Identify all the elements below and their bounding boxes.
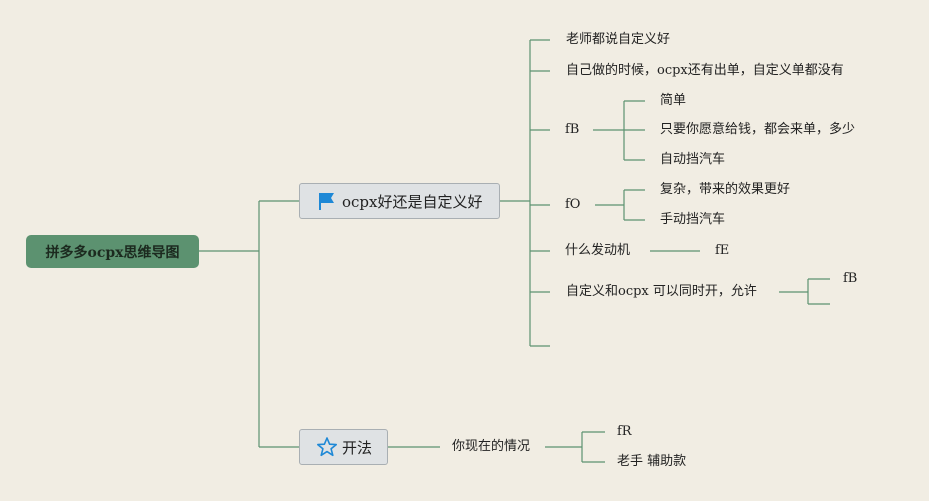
root-node[interactable]: 拼多多ocpx思维导图 — [26, 235, 199, 268]
root-connector — [199, 200, 299, 448]
fb-connector — [593, 100, 645, 161]
node-simple[interactable]: 简单 — [660, 93, 687, 108]
topic-methods[interactable]: 开法 — [299, 429, 388, 465]
node-pay-for-orders[interactable]: 只要你愿意给钱，都会来单，多少 — [660, 122, 856, 137]
node-fb-2[interactable]: fB — [843, 271, 858, 286]
topic-ocpx-vs-custom[interactable]: ocpx好还是自定义好 — [299, 183, 500, 219]
node-manual-car[interactable]: 手动挡汽车 — [660, 212, 726, 227]
fo-connector — [595, 189, 645, 221]
node-teacher-says[interactable]: 老师都说自定义好 — [566, 32, 671, 47]
node-current-situation[interactable]: 你现在的情况 — [452, 439, 531, 454]
both-connector — [779, 278, 830, 305]
node-engine[interactable]: 什么发动机 — [565, 243, 631, 258]
root-label: 拼多多ocpx思维导图 — [45, 244, 180, 261]
topic-label: ocpx好还是自定义好 — [342, 192, 483, 211]
star-icon — [317, 437, 337, 457]
flag-icon — [319, 193, 334, 210]
node-fo[interactable]: fO — [565, 197, 581, 212]
node-veteran-support[interactable]: 老手 辅助款 — [617, 454, 687, 469]
node-fe[interactable]: fE — [715, 243, 730, 258]
node-complex[interactable]: 复杂，带来的效果更好 — [660, 182, 791, 197]
node-fr[interactable]: fR — [617, 424, 632, 439]
branch2-connector — [388, 431, 605, 463]
node-own-experience[interactable]: 自己做的时候，ocpx还有出单，自定义单都没有 — [566, 63, 844, 78]
branch1-connector — [500, 39, 550, 347]
node-fb[interactable]: fB — [565, 122, 580, 137]
topic-label: 开法 — [342, 438, 373, 457]
node-both-allowed[interactable]: 自定义和ocpx 可以同时开，允许 — [566, 284, 757, 299]
node-automatic-car[interactable]: 自动挡汽车 — [660, 152, 726, 167]
